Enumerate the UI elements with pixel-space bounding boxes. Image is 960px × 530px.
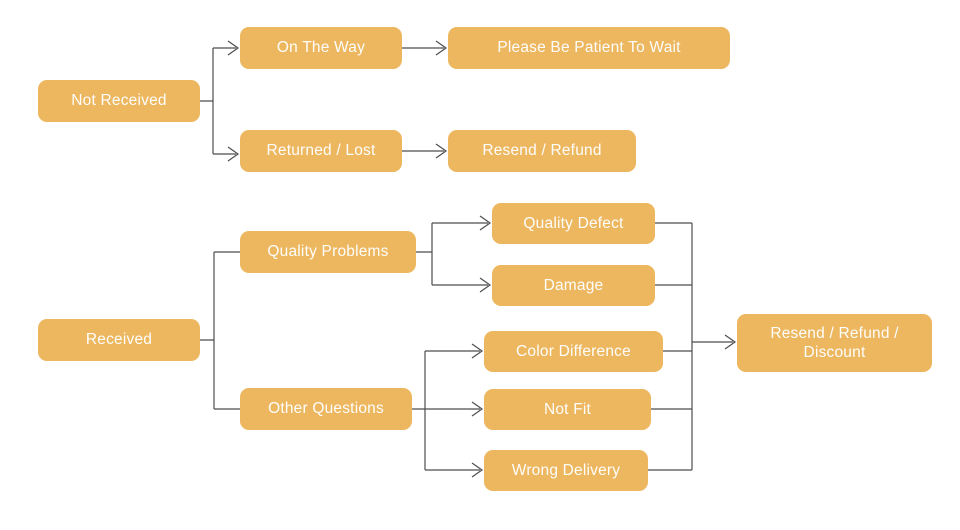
node-label: Not Received [71, 92, 167, 110]
node-label: Returned / Lost [266, 142, 376, 160]
arrowhead-not-fit [471, 401, 484, 417]
node-label: Received [85, 331, 153, 349]
node-label: Wrong Delivery [511, 461, 621, 479]
arrowhead-quality-defect [479, 215, 492, 231]
node-please-be-patient-to-wait[interactable]: Please Be Patient To Wait [448, 27, 730, 69]
edge-received-trunk [200, 251, 240, 410]
arrowhead-damage [479, 277, 492, 293]
arrowhead-resend-refund-discount [724, 334, 737, 350]
arrowhead-please-wait [435, 40, 448, 56]
node-label: Damage [543, 276, 604, 294]
node-resend-refund[interactable]: Resend / Refund [448, 130, 636, 172]
node-label: Quality Problems [267, 243, 389, 261]
arrowhead-on-the-way [227, 40, 240, 56]
arrowhead-returned-lost [227, 146, 240, 162]
node-label: Not Fit [543, 400, 592, 418]
edge-not-received-trunk [200, 47, 236, 155]
node-not-received[interactable]: Not Received [38, 80, 200, 122]
edge-other-questions-trunk [412, 350, 480, 471]
node-quality-defect[interactable]: Quality Defect [492, 203, 655, 244]
node-quality-problems[interactable]: Quality Problems [240, 231, 416, 273]
node-received[interactable]: Received [38, 319, 200, 361]
node-on-the-way[interactable]: On The Way [240, 27, 402, 69]
node-other-questions[interactable]: Other Questions [240, 388, 412, 430]
node-label: Quality Defect [523, 214, 624, 232]
node-wrong-delivery[interactable]: Wrong Delivery [484, 450, 648, 491]
node-label: Resend / Refund / Discount [770, 324, 899, 361]
node-label: Color Difference [516, 342, 631, 360]
edge-quality-problems-trunk [416, 222, 488, 286]
arrowhead-wrong-delivery [471, 462, 484, 478]
node-label: Other Questions [268, 400, 384, 418]
arrowhead-resend-refund [435, 143, 448, 159]
node-label: On The Way [276, 39, 366, 57]
node-color-difference[interactable]: Color Difference [484, 331, 663, 372]
node-label: Resend / Refund [482, 142, 602, 160]
node-returned-lost[interactable]: Returned / Lost [240, 130, 402, 172]
node-damage[interactable]: Damage [492, 265, 655, 306]
node-label: Please Be Patient To Wait [497, 39, 681, 57]
node-not-fit[interactable]: Not Fit [484, 389, 651, 430]
node-resend-refund-discount[interactable]: Resend / Refund / Discount [737, 314, 932, 372]
arrowhead-color-difference [471, 343, 484, 359]
